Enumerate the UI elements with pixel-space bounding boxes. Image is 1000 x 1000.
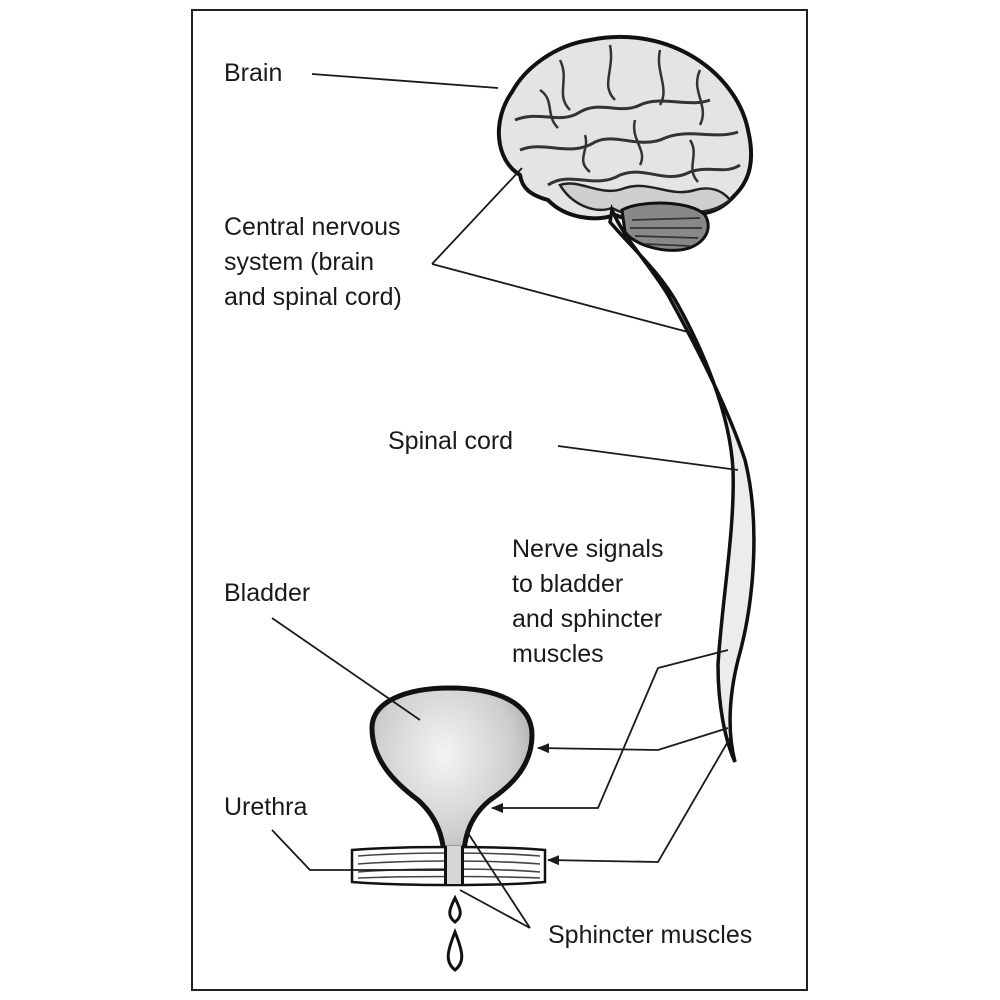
label-brain: Brain	[224, 59, 283, 87]
urethra-leader	[271, 829, 446, 871]
label-nerve-signals: Nerve signals to bladder and sphincter m…	[512, 535, 664, 668]
label-spinal-cord: Spinal cord	[388, 427, 514, 455]
drop-1	[448, 894, 462, 924]
brain-shape	[496, 34, 754, 223]
drop-2	[446, 927, 464, 972]
label-central-nervous-system: Central nervous system (brain and spinal…	[224, 213, 402, 311]
bladder-leader	[271, 617, 421, 721]
spinal-cord-shape	[608, 203, 756, 763]
label-sphincter-muscles: Sphincter muscles	[548, 921, 753, 949]
label-bladder: Bladder	[224, 579, 311, 607]
label-urethra: Urethra	[224, 793, 308, 821]
sphincter-leader-2	[459, 889, 531, 929]
brain-leader	[311, 73, 499, 89]
spinal-cord-leader	[557, 445, 739, 471]
cns-leader-cord	[431, 263, 689, 333]
nerve-arrow-bladder	[537, 727, 729, 754]
nerve-arrow-sphincter	[547, 737, 731, 866]
cns-leader-brain	[431, 167, 523, 265]
bladder-shape	[369, 685, 535, 881]
sphincter-leader-1	[465, 829, 531, 929]
cerebellum-shape	[620, 201, 710, 252]
nerve-arrow-urethra	[491, 649, 729, 813]
sphincter-muscles-shape	[350, 845, 547, 887]
